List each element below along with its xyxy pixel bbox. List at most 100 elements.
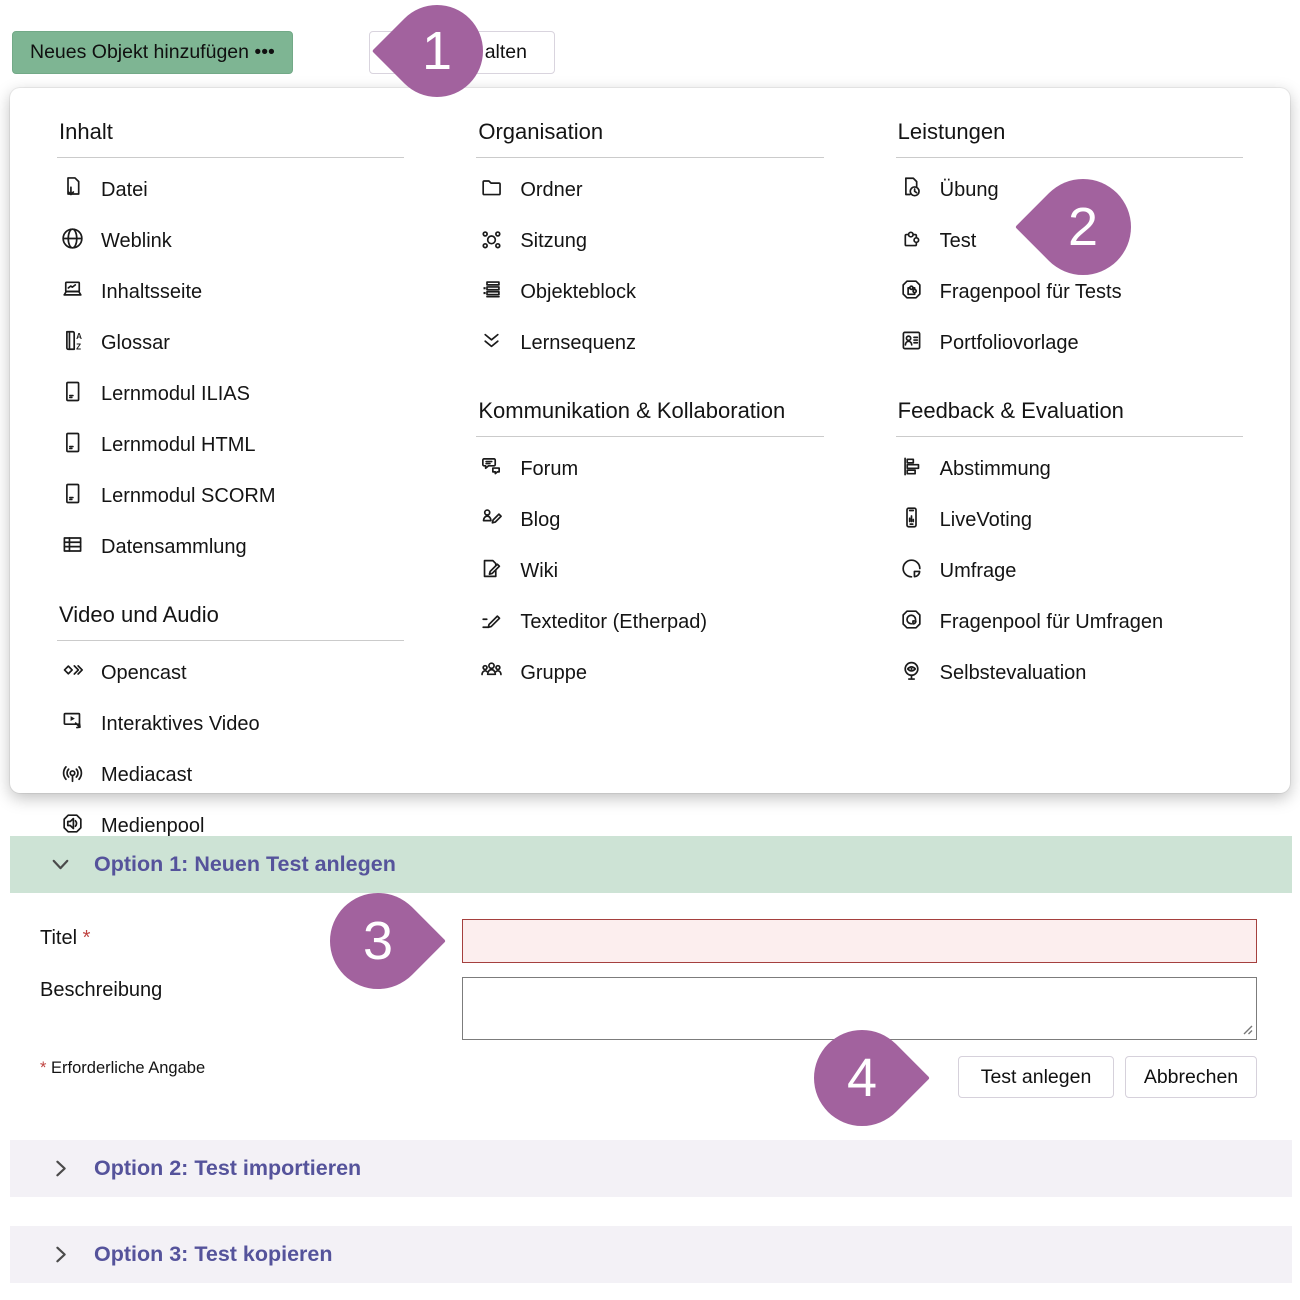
category-title-text: Feedback & Evaluation — [897, 397, 1124, 423]
menu-item-texteditor-etherpad[interactable]: Texteditor (Etherpad) — [476, 597, 823, 648]
interactive-video-icon — [59, 708, 86, 741]
object-block-icon — [478, 276, 505, 309]
menu-item-label: Objekteblock — [520, 280, 636, 303]
cancel-button[interactable]: Abbrechen — [1125, 1056, 1257, 1098]
menu-item-label: Mediacast — [101, 763, 193, 786]
mediacast-icon — [59, 759, 86, 792]
menu-item-abstimmung[interactable]: Abstimmung — [896, 444, 1243, 495]
accordion-option1-label: Option 1: Neuen Test anlegen — [94, 852, 396, 876]
menu-item-label: Fragenpool für Umfragen — [939, 610, 1164, 633]
required-asterisk: * — [82, 927, 91, 949]
category-title-text: Inhalt — [59, 119, 113, 144]
accordion-option3-label: Option 3: Test kopieren — [94, 1242, 333, 1266]
resize-handle-icon[interactable] — [1242, 1024, 1253, 1035]
menu-item-wiki[interactable]: Wiki — [476, 546, 823, 597]
category-title-organisation: Organisation — [476, 104, 824, 158]
create-test-button[interactable]: Test anlegen — [958, 1056, 1114, 1098]
menu-item-label: Abstimmung — [939, 457, 1051, 480]
survey-icon — [898, 555, 925, 588]
menu-item-gruppe[interactable]: Gruppe — [476, 648, 823, 699]
menu-item-inhaltsseite[interactable]: Inhaltsseite — [57, 267, 404, 318]
menu-item-weblink[interactable]: Weblink — [57, 216, 404, 267]
self-evaluation-icon — [898, 657, 925, 690]
menu-item-label: Lernsequenz — [520, 331, 636, 354]
menu-item-lernmodul-scorm[interactable]: Lernmodul SCORM — [57, 471, 404, 522]
menu-item-bung[interactable]: Übung — [896, 165, 1243, 216]
menu-item-livevoting[interactable]: LiveVoting — [896, 495, 1243, 546]
annotation-badge-number: 3 — [362, 910, 394, 971]
annotation-badge-3: 3 — [310, 873, 446, 1009]
menu-item-label: Glossar — [101, 331, 170, 354]
menu-item-label: Inhaltsseite — [101, 280, 203, 303]
menu-item-fragenpool-f-r-tests[interactable]: Fragenpool für Tests — [896, 267, 1243, 318]
data-table-icon — [59, 531, 86, 564]
menu-item-lernsequenz[interactable]: Lernsequenz — [476, 318, 823, 369]
question-pool-survey-icon — [898, 606, 925, 639]
menu-item-datei[interactable]: Datei — [57, 165, 404, 216]
menu-item-mediacast[interactable]: Mediacast — [57, 750, 404, 801]
category-title-leistungen: Leistungen — [895, 104, 1243, 158]
menu-item-ordner[interactable]: Ordner — [476, 165, 823, 216]
menu-item-fragenpool-f-r-umfragen[interactable]: Fragenpool für Umfragen — [896, 597, 1243, 648]
menu-item-datensammlung[interactable]: Datensammlung — [57, 522, 404, 573]
wiki-icon — [478, 555, 505, 588]
menu-item-objekteblock[interactable]: Objekteblock — [476, 267, 823, 318]
annotation-badge-number: 1 — [421, 21, 453, 82]
menu-item-umfrage[interactable]: Umfrage — [896, 546, 1243, 597]
blog-icon — [478, 504, 505, 537]
annotation-badge-number: 4 — [846, 1047, 878, 1108]
category-title-feedback-evaluation: Feedback & Evaluation — [895, 383, 1243, 437]
menu-item-label: LiveVoting — [939, 508, 1032, 531]
category-title-text: Leistungen — [897, 119, 1006, 144]
menu-item-selbstevaluation[interactable]: Selbstevaluation — [896, 648, 1243, 699]
menu-item-lernmodul-ilias[interactable]: Lernmodul ILIAS — [57, 369, 404, 420]
poll-icon — [898, 453, 925, 486]
group-icon — [478, 657, 505, 690]
menu-item-label: Test — [939, 229, 977, 252]
menu-item-opencast[interactable]: Opencast — [57, 648, 404, 699]
svg-text:Z: Z — [76, 342, 81, 351]
menu-item-label: Datei — [101, 178, 148, 201]
accordion-option3-header[interactable]: Option 3: Test kopieren — [10, 1226, 1292, 1283]
menu-item-portfoliovorlage[interactable]: Portfoliovorlage — [896, 318, 1243, 369]
menu-item-label: Medienpool — [101, 814, 205, 837]
menu-item-label: Lernmodul SCORM — [101, 484, 276, 507]
category-title-inhalt: Inhalt — [57, 104, 405, 158]
session-icon — [478, 225, 505, 258]
menu-item-sitzung[interactable]: Sitzung — [476, 216, 823, 267]
menu-item-test[interactable]: Test — [896, 216, 1243, 267]
partially-hidden-button-label: alten — [484, 41, 527, 63]
title-label: Titel * — [40, 927, 91, 949]
menu-item-label: Fragenpool für Tests — [939, 280, 1122, 303]
exercise-icon — [898, 174, 925, 207]
media-pool-icon — [59, 810, 86, 843]
learning-sequence-icon — [478, 327, 505, 360]
menu-item-label: Wiki — [520, 559, 559, 582]
accordion-option1-header[interactable]: Option 1: Neuen Test anlegen — [10, 836, 1292, 893]
test-puzzle-icon — [898, 225, 925, 258]
menu-item-forum[interactable]: Forum — [476, 444, 823, 495]
menu-item-label: Opencast — [101, 661, 187, 684]
required-note: * Erforderliche Angabe — [40, 1059, 206, 1077]
menu-item-lernmodul-html[interactable]: Lernmodul HTML — [57, 420, 404, 471]
live-voting-icon — [898, 504, 925, 537]
menu-item-interaktives-video[interactable]: Interaktives Video — [57, 699, 404, 750]
menu-item-medienpool[interactable]: Medienpool — [57, 801, 404, 852]
forum-icon — [478, 453, 505, 486]
category-title-text: Kommunikation & Kollabo­ration — [478, 397, 786, 423]
title-input[interactable] — [462, 919, 1257, 963]
file-download-icon — [59, 174, 86, 207]
menu-item-label: Selbstevaluation — [939, 661, 1087, 684]
add-object-button[interactable]: Neues Objekt hinzufügen ••• — [12, 31, 293, 74]
portfolio-template-icon — [898, 327, 925, 360]
menu-item-label: Lernmodul ILIAS — [101, 382, 250, 405]
menu-item-label: Datensammlung — [101, 535, 247, 558]
content-page-icon — [59, 276, 86, 309]
chevron-down-icon — [52, 859, 69, 870]
accordion-option2-header[interactable]: Option 2: Test importieren — [10, 1140, 1292, 1197]
menu-item-blog[interactable]: Blog — [476, 495, 823, 546]
